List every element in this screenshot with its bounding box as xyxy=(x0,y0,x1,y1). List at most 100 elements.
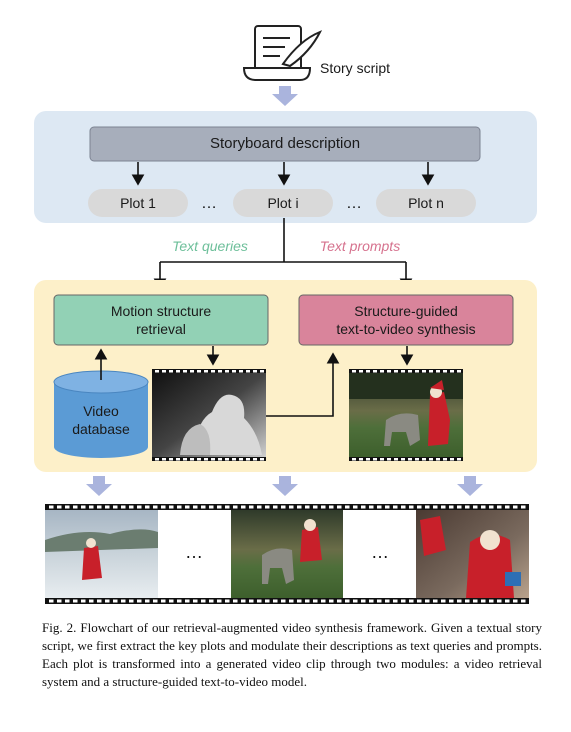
retrieval-box xyxy=(53,294,269,346)
film-hole xyxy=(225,599,230,603)
film-hole xyxy=(239,370,243,373)
plot-i-label: Plot i xyxy=(267,195,299,211)
film-hole xyxy=(337,505,342,509)
film-hole xyxy=(489,505,494,509)
film-hole xyxy=(153,505,158,509)
film-hole xyxy=(489,599,494,603)
film-hole xyxy=(497,599,502,603)
film-hole xyxy=(345,505,350,509)
film-hole xyxy=(393,599,398,603)
film-hole xyxy=(169,370,173,373)
film-hole xyxy=(209,505,214,509)
film-hole xyxy=(385,505,390,509)
film-hole xyxy=(155,458,159,461)
plot-n-box xyxy=(376,189,476,217)
output-film-strip xyxy=(45,504,529,604)
ellipsis-strip-right: … xyxy=(371,542,389,562)
film-hole xyxy=(481,599,486,603)
film-hole xyxy=(65,505,70,509)
film-hole xyxy=(217,505,222,509)
film-hole xyxy=(239,458,243,461)
film-hole xyxy=(433,599,438,603)
film-hole xyxy=(449,505,454,509)
film-hole xyxy=(162,370,166,373)
film-hole xyxy=(73,599,78,603)
flowchart-diagram: … … … … xyxy=(34,25,537,604)
film-hole xyxy=(417,599,422,603)
film-hole xyxy=(373,370,377,373)
film-holes-depth xyxy=(155,370,264,461)
film-hole xyxy=(121,505,126,509)
film-hole xyxy=(193,505,198,509)
film-hole xyxy=(473,599,478,603)
film-hole xyxy=(209,599,214,603)
film-hole xyxy=(377,599,382,603)
film-hole xyxy=(345,599,350,603)
film-hole xyxy=(408,458,412,461)
film-hole xyxy=(121,599,126,603)
film-hole xyxy=(441,599,446,603)
film-hole xyxy=(137,599,142,603)
film-hole xyxy=(394,458,398,461)
synthesis-label: Structure-guided text-to-video synthesis xyxy=(336,303,476,337)
film-hole xyxy=(113,599,118,603)
film-hole xyxy=(260,370,264,373)
film-hole xyxy=(162,458,166,461)
caption-lead: Fig. 2. xyxy=(42,620,77,635)
film-hole xyxy=(211,458,215,461)
film-hole xyxy=(197,458,201,461)
film-hole xyxy=(281,505,286,509)
film-hole xyxy=(49,599,54,603)
film-hole xyxy=(366,458,370,461)
film-hole xyxy=(409,505,414,509)
film-hole xyxy=(81,505,86,509)
film-hole xyxy=(366,370,370,373)
down-arrow-3 xyxy=(457,476,483,496)
plot-1-box xyxy=(88,189,188,217)
film-hole xyxy=(249,599,254,603)
film-hole xyxy=(253,458,257,461)
film-hole xyxy=(436,458,440,461)
film-hole xyxy=(449,599,454,603)
film-hole xyxy=(305,599,310,603)
film-hole xyxy=(161,599,166,603)
film-hole xyxy=(417,505,422,509)
film-hole xyxy=(513,599,518,603)
film-hole xyxy=(161,505,166,509)
film-hole xyxy=(49,505,54,509)
film-hole xyxy=(105,599,110,603)
film-hole xyxy=(113,505,118,509)
film-hole xyxy=(177,599,182,603)
film-hole xyxy=(176,458,180,461)
film-hole xyxy=(193,599,198,603)
film-hole xyxy=(225,505,230,509)
film-hole xyxy=(249,505,254,509)
ellipsis-plots-right: … xyxy=(346,195,362,212)
film-hole xyxy=(401,599,406,603)
film-hole xyxy=(89,505,94,509)
film-hole xyxy=(153,599,158,603)
film-hole xyxy=(387,370,391,373)
text-queries-label: Text queries xyxy=(172,238,248,254)
film-hole xyxy=(289,599,294,603)
film-hole xyxy=(409,599,414,603)
film-hole xyxy=(361,505,366,509)
film-hole xyxy=(169,599,174,603)
film-hole xyxy=(429,458,433,461)
film-hole xyxy=(257,505,262,509)
film-hole xyxy=(97,505,102,509)
film-hole xyxy=(185,599,190,603)
film-hole xyxy=(521,599,526,603)
story-script-label: Story script xyxy=(320,60,391,76)
film-hole xyxy=(201,505,206,509)
film-hole xyxy=(218,458,222,461)
film-hole xyxy=(211,370,215,373)
film-hole xyxy=(465,599,470,603)
film-hole xyxy=(305,505,310,509)
film-hole xyxy=(246,370,250,373)
film-hole xyxy=(233,505,238,509)
film-hole xyxy=(225,458,229,461)
film-hole xyxy=(443,370,447,373)
film-hole xyxy=(393,505,398,509)
synthesis-box xyxy=(298,294,514,346)
